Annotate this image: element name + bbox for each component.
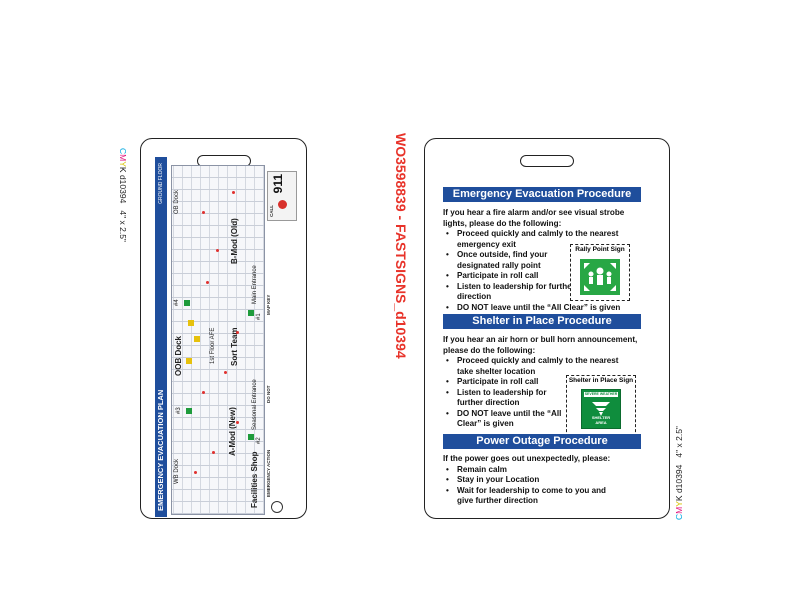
map-label-main-entrance: Main Entrance	[252, 265, 258, 304]
exit-marker	[248, 310, 254, 316]
evac-section: If you hear a fire alarm and/or see visu…	[443, 208, 643, 313]
do-not-head: DO NOT	[266, 385, 271, 404]
cyan-mark: C	[674, 513, 684, 520]
right-print-mark: CMYK d10394 4" x 2.5"	[674, 426, 684, 520]
extinguisher-dot	[236, 331, 239, 334]
rally-point-sign: Rally Point Sign	[570, 244, 630, 301]
map-label-rally-3: #3	[176, 407, 182, 414]
map-label-oob-dock: OOB Dock	[174, 335, 183, 376]
map-label-seasonal: Seasonal Entrance	[252, 379, 258, 430]
evac-intro: If you hear a fire alarm and/or see visu…	[443, 208, 625, 228]
tornado-icon	[592, 402, 610, 416]
left-print-mark: CMYK d10394 4" x 2.5"	[118, 148, 128, 242]
plan-title: EMERGENCY EVACUATION PLAN	[156, 389, 165, 511]
map-key-col: MAP KEY	[266, 235, 271, 315]
map-label-rally-4: #4	[174, 299, 180, 306]
assembly-marker	[186, 358, 192, 364]
list-item: Proceed quickly and calmly to the neares…	[443, 356, 627, 377]
evac-title-bar: Emergency Evacuation Procedure	[443, 187, 641, 202]
map-label-facilities: Facilities Shop	[250, 451, 259, 508]
front-rotated-content: EMERGENCY EVACUATION PLAN GROUND FLOOR W…	[155, 157, 297, 517]
front-card: EMERGENCY EVACUATION PLAN GROUND FLOOR W…	[140, 138, 307, 519]
plan-title-band: EMERGENCY EVACUATION PLAN GROUND FLOOR	[155, 157, 167, 517]
extinguisher-dot	[206, 281, 209, 284]
black-mark: K	[118, 166, 128, 173]
floor-label: GROUND FLOOR	[158, 163, 164, 204]
shelter-sign-title: Shelter in Place Sign	[568, 377, 634, 384]
sign-bottom-text: SHELTER AREA	[591, 415, 611, 425]
map-label-first-floor: 1st Floor AFE	[210, 327, 216, 364]
rally-people-icon	[584, 263, 616, 291]
emergency-action-head: EMERGENCY ACTION	[266, 449, 271, 497]
extinguisher-dot	[194, 471, 197, 474]
list-item: Once outside, find your designated rally…	[443, 250, 577, 271]
rally-point-icon	[580, 259, 620, 295]
map-label-b-mod: B-Mod (Old)	[230, 218, 239, 264]
map-label-rally-2: #2	[256, 437, 262, 444]
extinguisher-dot	[202, 391, 205, 394]
evac-title: Emergency Evacuation Procedure	[452, 188, 632, 200]
call-label: CALL	[269, 205, 274, 217]
list-item: Stay in your Location	[443, 475, 643, 486]
power-intro: If the power goes out unexpectedly, plea…	[443, 454, 611, 463]
map-label-ob-dock: OB Dock	[174, 189, 180, 214]
list-item: DO NOT leave until the “All Clear” is gi…	[443, 409, 567, 430]
order-code-wrap: WO3598839 - FASTSIGNS_d10394	[392, 133, 412, 383]
exit-marker	[184, 300, 190, 306]
list-item: Wait for leadership to come to you and g…	[443, 486, 617, 507]
rally-sign-title: Rally Point Sign	[575, 246, 625, 253]
evac-list: Proceed quickly and calmly to the neares…	[443, 229, 643, 313]
company-logo-icon	[271, 501, 283, 513]
list-item: Listen to leadership for further directi…	[443, 282, 577, 303]
list-item: Listen to leadership for further directi…	[443, 388, 567, 409]
map-label-a-mod: A-Mod (New)	[228, 407, 237, 456]
power-title-bar: Power Outage Procedure	[443, 434, 641, 449]
assembly-marker	[188, 320, 194, 326]
map-label-wb-dock: WB Dock	[174, 458, 180, 484]
shelter-area-icon: SEVERE WEATHER SHELTER AREA	[581, 389, 621, 429]
legend-area: EMERGENCY ACTION DO NOT MAP KEY CALL 911	[266, 167, 297, 515]
exit-marker	[186, 408, 192, 414]
phone-icon	[278, 200, 287, 209]
black-mark: K	[674, 495, 684, 502]
assembly-marker	[194, 336, 200, 342]
list-item: DO NOT leave until the “All Clear” is gi…	[443, 303, 643, 314]
list-item: Participate in roll call	[443, 271, 643, 282]
left-mark-text: d10394 4" x 2.5"	[118, 174, 128, 242]
lanyard-slot	[520, 155, 574, 167]
power-list: Remain calm Stay in your Location Wait f…	[443, 465, 643, 507]
right-mark-text: d10394 4" x 2.5"	[674, 426, 684, 494]
list-item: Proceed quickly and calmly to the neares…	[443, 229, 643, 250]
list-item: Participate in roll call	[443, 377, 643, 388]
shelter-section: If you hear an air horn or bull horn ann…	[443, 335, 643, 430]
shelter-in-place-sign: Shelter in Place Sign SEVERE WEATHER SHE…	[566, 375, 636, 437]
power-title: Power Outage Procedure	[476, 435, 608, 447]
shelter-list: Proceed quickly and calmly to the neares…	[443, 356, 643, 430]
call-number: 911	[271, 174, 285, 194]
extinguisher-dot	[224, 371, 227, 374]
emergency-action-col: EMERGENCY ACTION	[266, 407, 271, 497]
exit-marker	[248, 434, 254, 440]
map-label-rally-1: #1	[256, 313, 262, 320]
extinguisher-dot	[216, 249, 219, 252]
shelter-title: Shelter in Place Procedure	[472, 315, 612, 327]
call-911-box: CALL 911	[267, 171, 297, 221]
extinguisher-dot	[202, 211, 205, 214]
extinguisher-dot	[212, 451, 215, 454]
back-card: Emergency Evacuation Procedure If you he…	[424, 138, 670, 519]
magenta-mark: M	[674, 506, 684, 514]
shelter-title-bar: Shelter in Place Procedure	[443, 314, 641, 329]
floor-plan-map: WB Dock #3 OOB Dock #4 OB Dock 1st Floor…	[171, 165, 265, 515]
yellow-mark: Y	[674, 501, 684, 507]
power-section: If the power goes out unexpectedly, plea…	[443, 454, 643, 507]
sign-top-text: SEVERE WEATHER	[584, 392, 618, 397]
order-code: WO3598839 - FASTSIGNS_d10394	[393, 133, 409, 359]
extinguisher-dot	[232, 191, 235, 194]
extinguisher-dot	[236, 421, 239, 424]
shelter-intro: If you hear an air horn or bull horn ann…	[443, 335, 638, 355]
do-not-col: DO NOT	[266, 343, 271, 404]
map-key-head: MAP KEY	[266, 294, 271, 315]
list-item: Remain calm	[443, 465, 643, 476]
